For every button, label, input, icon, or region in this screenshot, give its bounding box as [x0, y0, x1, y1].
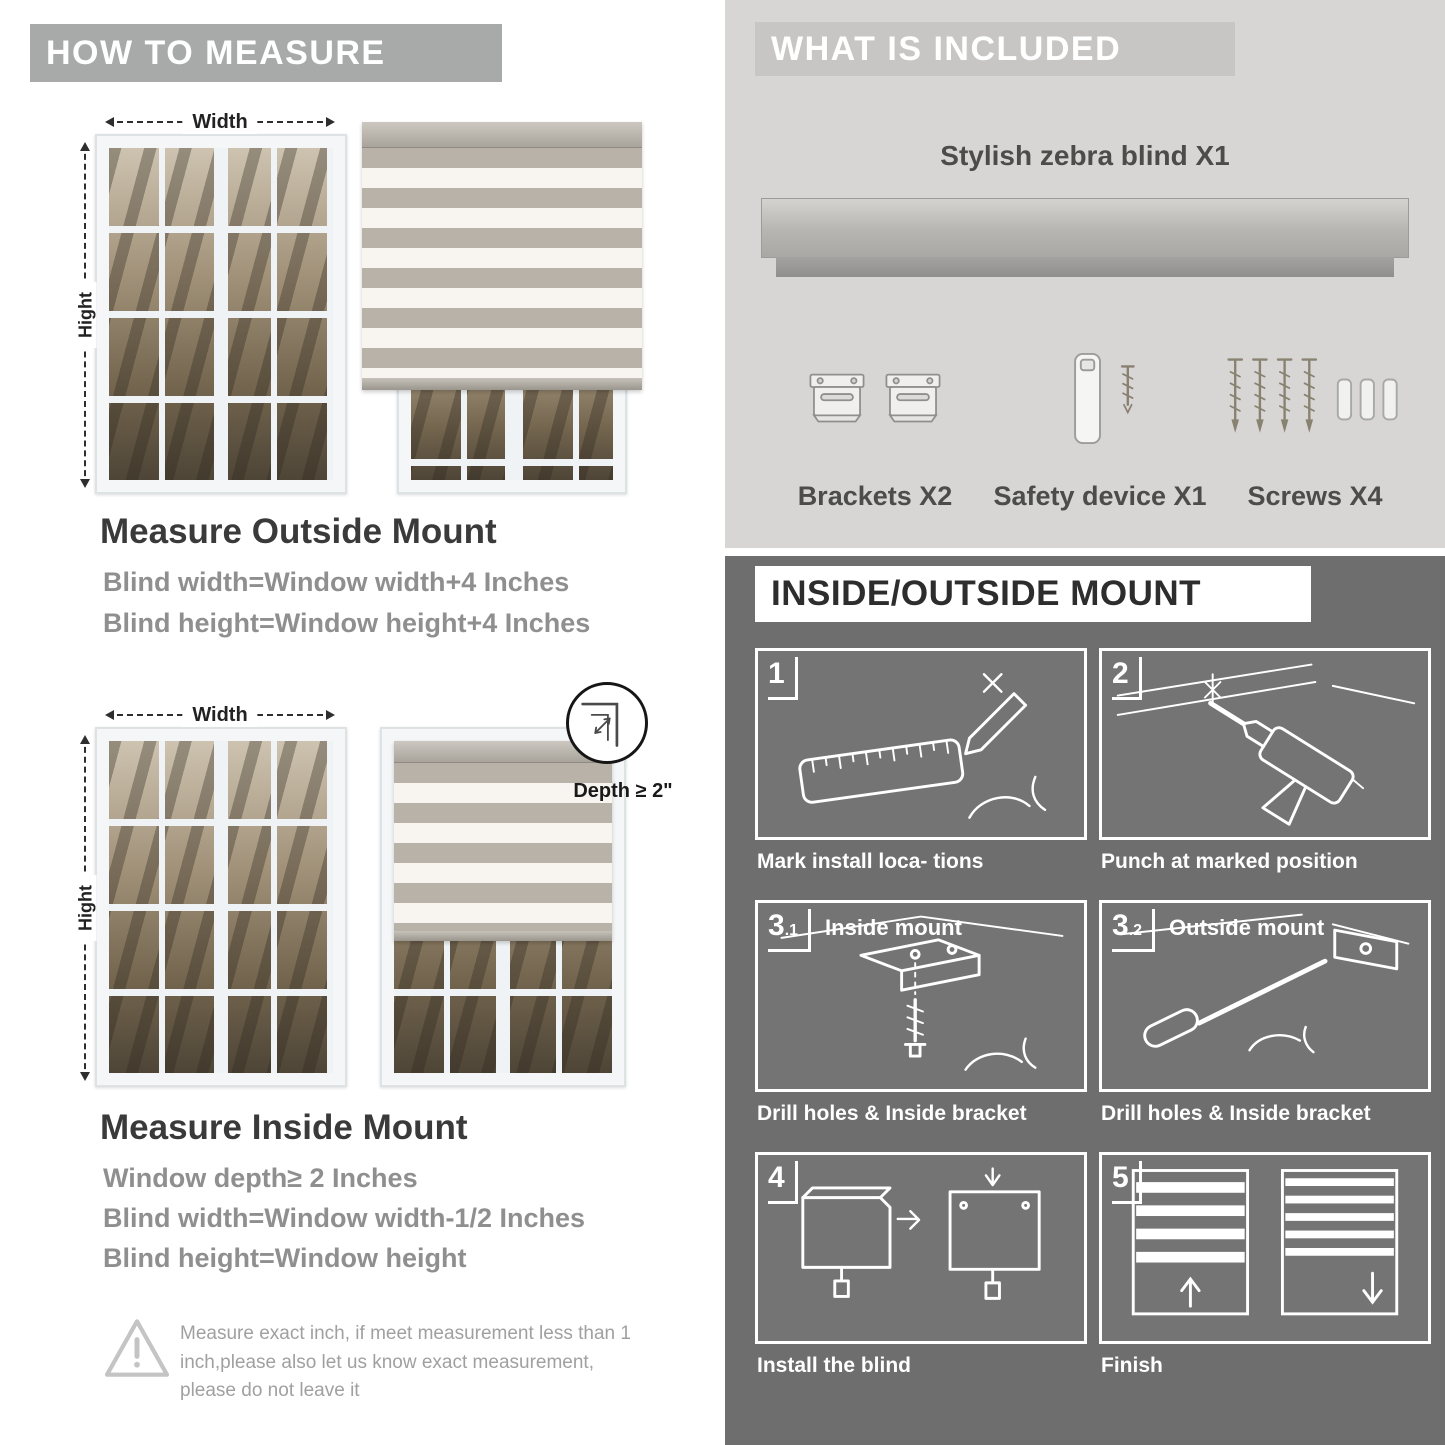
blind-cassette	[362, 122, 642, 148]
screws-icons	[1220, 326, 1410, 471]
width-arrow-inside: Width	[105, 703, 335, 727]
inside-bracket-illustration	[780, 915, 1064, 1071]
step-2: 2 Punch at	[1099, 648, 1431, 874]
zebra-blind-count-label: Stylish zebra blind X1	[940, 140, 1230, 171]
zebra-blind-outside-mount	[362, 122, 642, 390]
blind-stripes	[394, 763, 612, 931]
how-to-measure-section: HOW TO MEASURE Width Hight Measure Outsi…	[0, 0, 720, 1445]
step-number: 2	[1112, 657, 1142, 700]
inside-depth-formula: Window depth≥ 2 Inches	[103, 1163, 418, 1193]
inside-mount-label: Inside mount	[825, 915, 962, 940]
measure-outside-title: Measure Outside Mount	[100, 512, 497, 551]
safety-device-icons	[1054, 326, 1146, 471]
step-1-head: 1	[768, 657, 798, 700]
outside-mount-label: Outside mount	[1169, 915, 1325, 940]
safety-device-item: Safety device X1	[993, 326, 1207, 512]
step-1-caption: Mark install loca- tions	[757, 850, 984, 873]
step-number: 1	[768, 657, 798, 700]
brackets-icons	[806, 326, 944, 471]
step-3-2-head: 3.2 Outside mount	[1112, 909, 1324, 952]
step-5-panel: 5	[1099, 1152, 1431, 1344]
height-arrow-outside: Hight	[75, 142, 97, 488]
brackets-item: Brackets X2	[765, 326, 985, 512]
warning-icon	[102, 1316, 172, 1385]
inside-width-formula: Blind width=Window width-1/2 Inches	[103, 1203, 586, 1233]
mount-steps-grid: 1 Mark install loca- tions	[755, 648, 1431, 1378]
what-is-included-header: WHAT IS INCLUDED	[755, 22, 1235, 76]
step-number: 4	[768, 1161, 798, 1204]
zebra-blind-inside-mount	[394, 741, 612, 941]
window-illustration-outside	[95, 134, 347, 494]
blind-stripes	[362, 148, 642, 378]
step-number: 3.2	[1112, 909, 1156, 952]
step-3-2-panel: 3.2 Outside mount	[1099, 900, 1431, 1092]
step-3-2: 3.2 Outside mount Drill holes & Inside b…	[1099, 900, 1431, 1126]
measure-inside-title: Measure Inside Mount	[100, 1108, 468, 1147]
step-5: 5	[1099, 1152, 1431, 1378]
depth-detail-icon	[581, 702, 619, 747]
screws-item: Screws X4	[1215, 326, 1415, 512]
step-3-2-caption: Drill holes & Inside bracket	[1101, 1102, 1371, 1125]
outside-height-formula: Blind height=Window height+4 Inches	[103, 608, 591, 638]
window-glass	[109, 741, 333, 1073]
depth-requirement-label: Depth ≥ 2"	[573, 780, 673, 802]
step-3-1-panel: 3.1 Inside mount	[755, 900, 1087, 1092]
step-4-head: 4	[768, 1161, 798, 1204]
outside-bracket-illustration	[1122, 913, 1410, 1054]
outside-width-formula: Blind width=Window width+4 Inches	[103, 567, 570, 597]
finish-illustration	[1131, 1169, 1399, 1316]
blind-cassette	[394, 741, 612, 763]
step-number: 3.1	[768, 909, 812, 952]
how-to-measure-header: HOW TO MEASURE	[30, 24, 502, 82]
window-illustration-inside	[95, 727, 347, 1087]
step-number: 5	[1112, 1161, 1142, 1204]
mount-header: INSIDE/OUTSIDE MOUNT	[755, 566, 1311, 622]
height-label-outside: Hight	[75, 282, 97, 348]
step-2-caption: Punch at marked position	[1101, 850, 1358, 873]
step-2-panel: 2	[1099, 648, 1431, 840]
blind-bottom-rail	[394, 931, 612, 941]
screws-label: Screws X4	[1247, 481, 1383, 511]
safety-device-label: Safety device X1	[993, 481, 1207, 511]
blind-bottom-rail	[362, 378, 642, 390]
what-is-included-section: WHAT IS INCLUDED Stylish zebra blind X1	[725, 0, 1445, 548]
bracket-icon	[885, 373, 941, 423]
step-2-head: 2	[1112, 657, 1142, 700]
width-label-outside: Width	[182, 110, 258, 134]
step-5-caption: Finish	[1101, 1354, 1163, 1377]
inside-height-formula: Blind height=Window height	[103, 1243, 467, 1273]
step-1-panel: 1	[755, 648, 1087, 840]
drill-illustration	[1116, 663, 1416, 826]
brackets-label: Brackets X2	[797, 481, 953, 511]
inside-outside-mount-section: INSIDE/OUTSIDE MOUNT 1	[725, 556, 1445, 1445]
step-4-panel: 4	[755, 1152, 1087, 1344]
height-label-inside: Hight	[75, 875, 97, 941]
step-5-head: 5	[1112, 1161, 1142, 1204]
step-4-caption: Install the blind	[757, 1354, 912, 1377]
safety-device-icon	[1074, 352, 1135, 444]
step-1: 1 Mark install loca- tions	[755, 648, 1087, 874]
depth-callout-circle	[566, 682, 648, 764]
height-arrow-inside: Hight	[75, 735, 97, 1081]
blind-cassette-lip	[776, 257, 1394, 277]
step-3-1-head: 3.1 Inside mount	[768, 909, 962, 952]
measurement-warning-text: Measure exact inch, if meet measurement …	[180, 1323, 631, 1401]
step-3-1-caption: Drill holes & Inside bracket	[757, 1102, 1027, 1125]
step-3-1: 3.1 Inside mount	[755, 900, 1087, 1126]
bracket-icon	[809, 373, 865, 423]
mark-locations-illustration	[798, 673, 1047, 819]
blind-cassette-illustration	[761, 198, 1409, 277]
screws-anchors-icon	[1227, 358, 1398, 433]
install-blind-illustration	[801, 1167, 1041, 1300]
width-arrow-outside: Width	[105, 110, 335, 134]
window-glass	[109, 148, 333, 480]
width-label-inside: Width	[182, 703, 258, 727]
step-4: 4 Install the blind	[755, 1152, 1087, 1378]
